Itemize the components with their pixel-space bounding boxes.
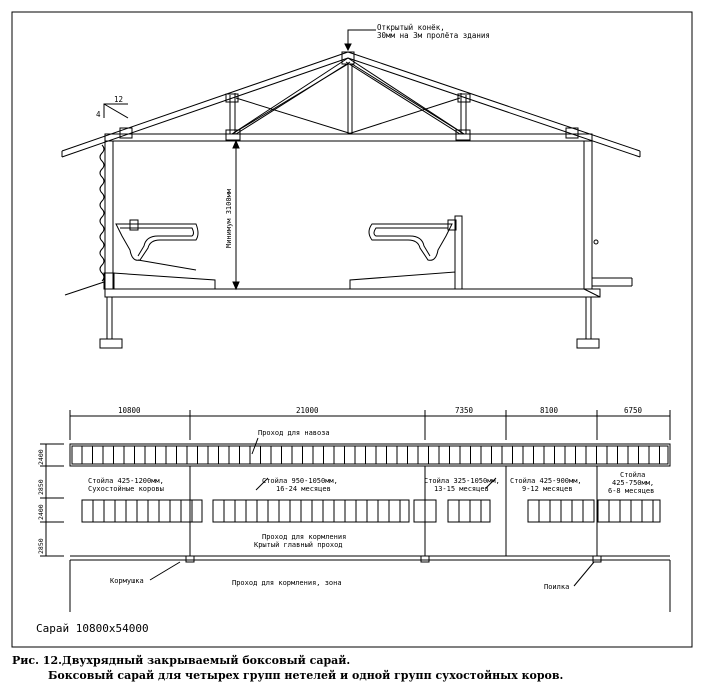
feed-passage-line1: Проход для кормления bbox=[262, 533, 346, 541]
caption-line2: Боксовый сарай для четырех групп нетелей… bbox=[48, 669, 564, 682]
zone-1-line1: Стойла 425-1200мм, bbox=[88, 477, 164, 485]
dim-8100: 8100 bbox=[540, 406, 559, 415]
slope-rise-label: 4 bbox=[96, 110, 101, 119]
top-stall-dividers bbox=[81, 446, 660, 464]
manure-passage-label: Проход для навоза bbox=[258, 429, 330, 437]
ridge-note-line2: 30мм на 3м пролёта здания bbox=[377, 31, 490, 40]
sheet-frame bbox=[11, 11, 693, 648]
dim-6750: 6750 bbox=[624, 406, 643, 415]
zone-4-line2: 9-12 месяцев bbox=[522, 485, 573, 493]
roof-right bbox=[347, 51, 641, 152]
dim-21000: 21000 bbox=[296, 406, 319, 415]
row-dim-1: 2400 bbox=[37, 449, 45, 465]
right-footing bbox=[576, 338, 600, 349]
height-label: Минимум 3100мм bbox=[225, 188, 233, 248]
slope-run-label: 12 bbox=[114, 95, 123, 104]
middle-stall-dividers bbox=[81, 500, 654, 522]
zone-5-line1: Стойла bbox=[620, 471, 645, 479]
zone-5-line3: 6-8 месяцев bbox=[608, 487, 654, 495]
sheet-label: Сарай 10800х54000 bbox=[36, 622, 149, 635]
ceiling-chord bbox=[104, 133, 593, 142]
row-dim-2: 2850 bbox=[37, 479, 45, 495]
right-stall-rail bbox=[368, 223, 453, 261]
left-stall-rail bbox=[115, 223, 199, 261]
left-footing bbox=[99, 338, 123, 349]
floor-slab bbox=[104, 288, 601, 298]
ridge-note-line1: Открытый конёк, bbox=[377, 23, 445, 32]
row-dim-3: 2400 bbox=[37, 504, 45, 520]
cross-section bbox=[61, 29, 641, 349]
dim-10800: 10800 bbox=[118, 406, 141, 415]
left-wall bbox=[104, 140, 114, 290]
zone-2-line1: Стойла 950-1050мм, bbox=[262, 477, 338, 485]
dim-7350: 7350 bbox=[455, 406, 474, 415]
top-stall-row bbox=[69, 443, 671, 467]
wall-curtain bbox=[99, 144, 105, 282]
roof-right-under bbox=[347, 57, 641, 158]
right-pier bbox=[585, 296, 592, 340]
zone-3-line2: 13-15 месяцев bbox=[434, 485, 489, 493]
zone-2-line2: 16-24 месяцев bbox=[276, 485, 331, 493]
feed-passage-line2: Крытый главный проход bbox=[254, 541, 343, 549]
caption-line1: Рис. 12.Двухрядный закрываемый боксовый … bbox=[12, 654, 351, 667]
feeder-label: Кормушка bbox=[110, 577, 144, 585]
left-pier bbox=[106, 296, 113, 340]
feed-passage-hay: Проход для кормления, зона bbox=[232, 579, 342, 587]
zone-5-line2: 425-750мм, bbox=[612, 479, 654, 487]
zone-3-line1: Стойла 325-1050мм, bbox=[424, 477, 500, 485]
zone-4-line1: Стойла 425-900мм, bbox=[510, 477, 582, 485]
drinker-label: Поилка bbox=[544, 583, 569, 591]
zone-1-line2: Сухостойные коровы bbox=[88, 485, 164, 493]
right-wall bbox=[583, 140, 593, 290]
row-dim-4: 2850 bbox=[37, 538, 45, 554]
